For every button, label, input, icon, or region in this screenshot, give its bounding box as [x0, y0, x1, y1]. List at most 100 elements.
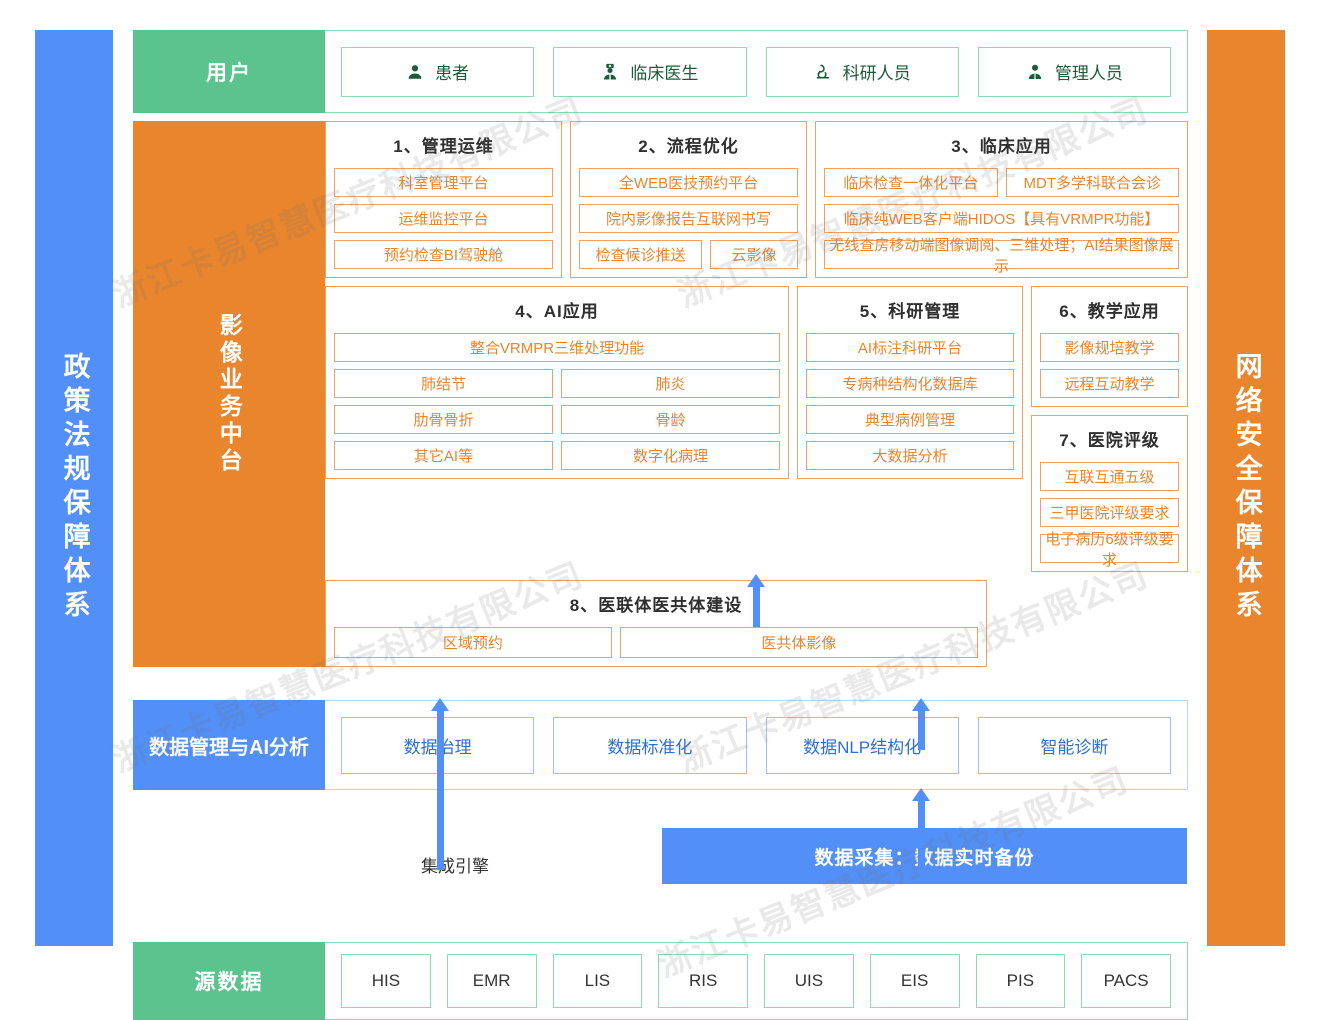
group-item[interactable]: 其它AI等 [334, 441, 553, 470]
user-item-patient[interactable]: 患者 [341, 46, 535, 97]
group-item[interactable]: 三甲医院评级要求 [1040, 498, 1179, 527]
microscope-icon [814, 63, 832, 81]
user-item-researcher[interactable]: 科研人员 [765, 46, 959, 97]
source-item-pis[interactable]: PIS [975, 954, 1066, 1008]
user-item-label: 科研人员 [842, 64, 911, 83]
group-medical-alliance: 8、医联体医共体建设 区域预约 医共体影像 [325, 580, 987, 667]
group-title: 8、医联体医共体建设 [569, 596, 743, 615]
group-item[interactable]: 云影像 [710, 240, 798, 269]
network-security-sidebar: 网络安全保障体系 [1207, 30, 1285, 946]
group-item[interactable]: 远程互动教学 [1040, 369, 1179, 398]
group-item[interactable]: AI标注科研平台 [806, 333, 1014, 362]
group-management-ops: 1、管理运维 科室管理平台 运维监控平台 预约检查BI驾驶舱 [325, 121, 562, 278]
user-icon [406, 63, 424, 81]
group-column-teaching-rating: 6、教学应用 影像规培教学 远程互动教学 7、医院评级 互联互通五级 三甲医院评… [1031, 286, 1188, 572]
group-item[interactable]: 临床检查一体化平台 [824, 168, 998, 197]
arrow-engine-to-data [431, 698, 449, 870]
imaging-platform-band: 影像业务中台 1、管理运维 科室管理平台 运维监控平台 预约检查BI驾驶舱 2、… [133, 121, 1188, 667]
group-title: 4、AI应用 [515, 302, 599, 321]
group-item[interactable]: 运维监控平台 [334, 204, 553, 233]
group-item[interactable]: 整合VRMPR三维处理功能 [334, 333, 780, 362]
user-item-label: 临床医生 [630, 64, 699, 83]
group-item[interactable]: MDT多学科联合会诊 [1005, 168, 1179, 197]
group-item[interactable]: 典型病例管理 [806, 405, 1014, 434]
source-item-eis[interactable]: EIS [869, 954, 960, 1008]
policy-regulation-sidebar-label: 政策法规保障体系 [59, 352, 90, 624]
platform-row-bottom: 8、医联体医共体建设 区域预约 医共体影像 [325, 580, 987, 667]
user-band-label: 用户 [133, 30, 325, 113]
group-item[interactable]: 肺结节 [334, 369, 553, 398]
source-item-pacs[interactable]: PACS [1081, 954, 1171, 1008]
integration-zone: 集成引擎 数据采集：数据实时备份 [133, 790, 1188, 942]
source-item-emr[interactable]: EMR [446, 954, 537, 1008]
group-ai-application: 4、AI应用 整合VRMPR三维处理功能 肺结节 肺炎 肋骨骨折 骨龄 其它AI… [325, 286, 789, 479]
source-item-ris[interactable]: RIS [658, 954, 748, 1008]
group-title: 3、临床应用 [951, 137, 1052, 156]
imaging-platform-groups: 1、管理运维 科室管理平台 运维监控平台 预约检查BI驾驶舱 2、流程优化 全W… [325, 121, 1188, 667]
group-item[interactable]: 电子病历6级评级要求 [1040, 531, 1179, 569]
source-data-label: 源数据 [133, 942, 325, 1020]
platform-row-top: 1、管理运维 科室管理平台 运维监控平台 预约检查BI驾驶舱 2、流程优化 全W… [325, 121, 1188, 278]
platform-row-middle: 4、AI应用 整合VRMPR三维处理功能 肺结节 肺炎 肋骨骨折 骨龄 其它AI… [325, 286, 1188, 572]
group-subrow: 肋骨骨折 骨龄 [334, 405, 780, 434]
group-title: 6、教学应用 [1059, 302, 1160, 321]
arrow-collect-to-data [912, 698, 930, 750]
group-item[interactable]: 大数据分析 [806, 441, 1014, 470]
group-item[interactable]: 专病种结构化数据库 [806, 369, 1014, 398]
data-management-band: 数据管理与AI分析 数据治理 数据标准化 数据NLP结构化 智能诊断 [133, 700, 1188, 790]
user-item-label: 患者 [435, 64, 470, 83]
source-item-his[interactable]: HIS [341, 954, 431, 1008]
integration-engine-label: 集成引擎 [421, 857, 489, 876]
group-item[interactable]: 互联互通五级 [1040, 462, 1179, 491]
group-title: 7、医院评级 [1059, 431, 1160, 450]
doctor-icon [601, 63, 619, 81]
group-item[interactable]: 数字化病理 [561, 441, 780, 470]
group-item[interactable]: 区域预约 [334, 627, 612, 658]
arrow-source-to-collect [912, 788, 930, 870]
source-data-items: HIS EMR LIS RIS UIS EIS PIS PACS [325, 942, 1188, 1020]
group-teaching-application: 6、教学应用 影像规培教学 远程互动教学 [1031, 286, 1188, 407]
imaging-platform-label: 影像业务中台 [133, 121, 325, 667]
user-band: 用户 患者 临床医生 [133, 30, 1188, 113]
group-item[interactable]: 肺炎 [561, 369, 780, 398]
group-item[interactable]: 检查候诊推送 [579, 240, 703, 269]
data-item-nlp-structuring[interactable]: 数据NLP结构化 [765, 716, 959, 774]
group-subrow: 检查候诊推送 云影像 [579, 240, 798, 269]
group-item[interactable]: 无线查房移动端图像调阅、三维处理；AI结果图像展示 [824, 237, 1179, 275]
group-item[interactable]: 医共体影像 [619, 627, 978, 658]
data-item-standardization[interactable]: 数据标准化 [553, 716, 747, 774]
manager-icon [1026, 63, 1044, 81]
group-process-optimization: 2、流程优化 全WEB医技预约平台 院内影像报告互联网书写 检查候诊推送 云影像 [570, 121, 807, 278]
source-item-uis[interactable]: UIS [764, 954, 854, 1008]
group-subrow: 其它AI等 数字化病理 [334, 441, 780, 470]
group-item[interactable]: 影像规培教学 [1040, 333, 1179, 362]
arrow-data-to-platform [747, 574, 765, 627]
group-item[interactable]: 院内影像报告互联网书写 [579, 204, 798, 233]
group-item[interactable]: 骨龄 [561, 405, 780, 434]
group-item[interactable]: 肋骨骨折 [334, 405, 553, 434]
group-title: 2、流程优化 [638, 137, 739, 156]
group-item[interactable]: 预约检查BI驾驶舱 [334, 240, 553, 269]
group-subrow: 区域预约 医共体影像 [334, 627, 978, 658]
data-management-items: 数据治理 数据标准化 数据NLP结构化 智能诊断 [325, 700, 1188, 790]
network-security-sidebar-label: 网络安全保障体系 [1231, 352, 1262, 624]
user-item-label: 管理人员 [1054, 64, 1123, 83]
policy-regulation-sidebar: 政策法规保障体系 [35, 30, 113, 946]
group-subrow: 肺结节 肺炎 [334, 369, 780, 398]
user-item-clinician[interactable]: 临床医生 [553, 46, 747, 97]
user-band-items: 患者 临床医生 [325, 30, 1188, 113]
architecture-diagram: 用户 患者 临床医生 [133, 30, 1188, 1020]
group-title: 1、管理运维 [393, 137, 494, 156]
group-research-management: 5、科研管理 AI标注科研平台 专病种结构化数据库 典型病例管理 大数据分析 [797, 286, 1023, 479]
group-item[interactable]: 科室管理平台 [334, 168, 553, 197]
group-title: 5、科研管理 [859, 302, 961, 321]
group-subrow: 临床检查一体化平台 MDT多学科联合会诊 [824, 168, 1179, 197]
source-item-lis[interactable]: LIS [552, 954, 643, 1008]
group-clinical-application: 3、临床应用 临床检查一体化平台 MDT多学科联合会诊 临床纯WEB客户端HID… [815, 121, 1188, 278]
data-management-label: 数据管理与AI分析 [133, 700, 325, 790]
group-item[interactable]: 临床纯WEB客户端HIDOS【具有VRMPR功能】 [824, 204, 1179, 233]
source-data-band: 源数据 HIS EMR LIS RIS UIS EIS PIS PACS [133, 942, 1188, 1020]
user-item-administrator[interactable]: 管理人员 [977, 46, 1171, 97]
group-item[interactable]: 全WEB医技预约平台 [579, 168, 798, 197]
data-item-intelligent-diagnosis[interactable]: 智能诊断 [977, 716, 1171, 774]
